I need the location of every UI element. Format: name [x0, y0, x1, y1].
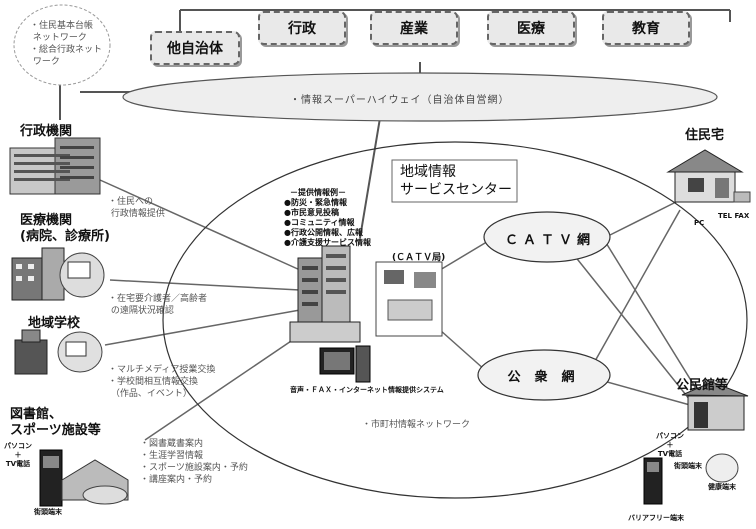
system-terminal-icon [319, 345, 371, 383]
residence-pc-label: PC [694, 219, 705, 227]
medical-institution-title: 医療機関 (病院、診療所) [20, 213, 110, 244]
library-terminal-label: 街頭端末 [34, 508, 62, 516]
library-icon [39, 449, 129, 507]
hall-device-label: パソコン ＋ TV電話 [656, 432, 684, 458]
home-icon [666, 149, 751, 203]
highway-label: ・情報スーパーハイウェイ（自治体自営網） [290, 95, 510, 106]
gov-agency-note: ・住民への 行政情報提供 [108, 197, 165, 219]
industry-box: 産業 [370, 11, 458, 45]
city-net-label: ・市町村情報ネットワーク [362, 420, 471, 430]
link-lines [99, 179, 701, 441]
system-label: 音声・ＦＡＸ・インターネット情報提供システム [290, 386, 444, 394]
gov-agency-title: 行政機関 [20, 124, 73, 139]
center-title: 地域情報 サービスセンター [400, 164, 512, 198]
gov-building-icon [9, 137, 101, 195]
hospital-icon [11, 247, 105, 301]
catv-station-icon [375, 261, 443, 337]
city-network-ellipse [162, 141, 748, 499]
residence-title: 住民宅 [685, 128, 725, 143]
medical-box: 医療 [487, 11, 575, 45]
highway-ellipse [122, 72, 718, 122]
library-note: ・図書蔵書案内 ・生涯学習情報 ・スポーツ施設案内・予約 ・講座案内・予約 [140, 439, 248, 485]
catv-net-ellipse [483, 211, 611, 263]
provided-info-list: ●防災・緊急情報 ●市民意見投稿 ●コミュニティ情報 ●行政公開情報、広報 ●介… [284, 198, 371, 247]
community-hall-title: 公民館等 [676, 378, 729, 393]
hall-terminal-label: 街頭端末 [674, 462, 702, 470]
catv-net-label: ＣＡＴＶ網 [504, 233, 595, 248]
education-box: 教育 [602, 11, 690, 45]
community-hall-icon [643, 381, 749, 505]
hall-barrierfree-label: バリアフリー端末 [628, 514, 684, 522]
medical-institution-note: ・在宅要介護者／高齢者 の遠隔状況確認 [108, 294, 208, 316]
national-network-ellipse [13, 4, 111, 86]
catv-station-label: (ＣＡＴＶ局) [392, 253, 446, 263]
provided-info-title: －提供情報例－ [290, 188, 346, 197]
library-device-label: パソコン ＋ TV電話 [4, 442, 32, 468]
national-network-note: ・住民基本台帳 ネットワーク ・総合行政ネット ワーク [30, 21, 103, 67]
library-title: 図書館、 スポーツ施設等 [10, 407, 101, 438]
school-title: 地域学校 [28, 316, 81, 331]
school-note: ・マルチメディア授業交換 ・学校間相互情報交換 （作品、イベント） [108, 365, 216, 399]
school-icon [14, 329, 103, 375]
residence-telfax-label: TEL FAX [718, 212, 750, 220]
administration-box: 行政 [258, 11, 346, 45]
center-building-icon [289, 245, 361, 343]
public-net-label: 公衆網 [507, 370, 589, 385]
hall-health-label: 健康端末 [708, 483, 736, 491]
center-title-box [391, 159, 518, 203]
other-municipality-box: 他自治体 [150, 31, 240, 65]
public-net-ellipse [477, 349, 611, 401]
